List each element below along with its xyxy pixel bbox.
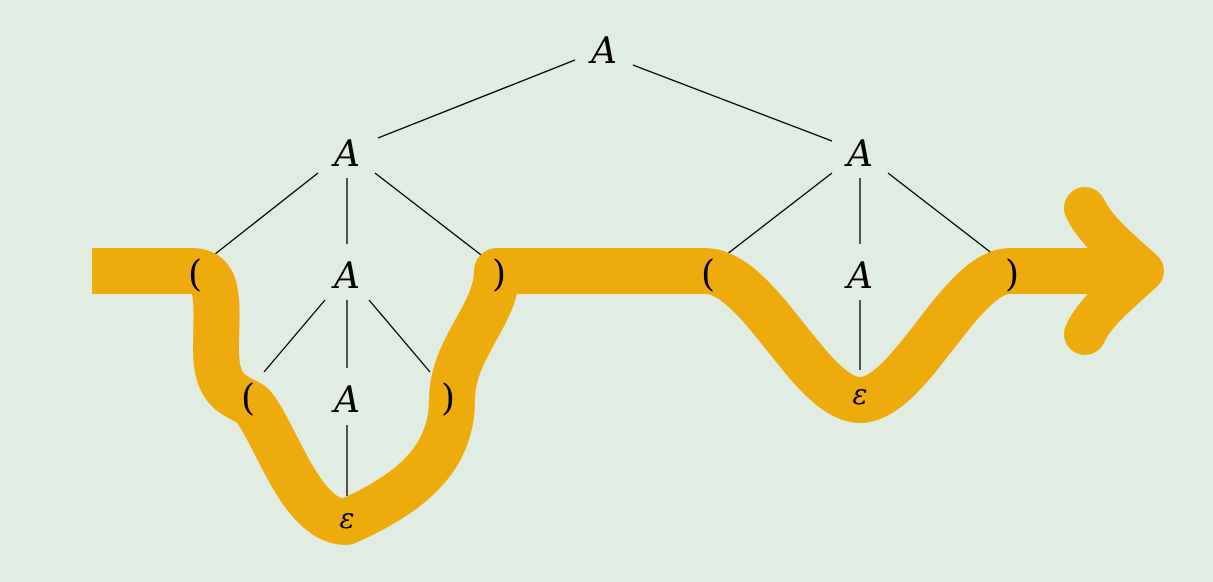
edge-left-open [209, 172, 319, 259]
node-right-eps: ε [852, 378, 867, 411]
node-left: A [331, 134, 360, 175]
node-inner-close: ) [441, 378, 455, 419]
traversal-path [92, 187, 1164, 545]
node-inner-eps: ε [339, 502, 354, 535]
tree-nodes: A A A ( A ) ( A ) ε ( A ) ε [188, 28, 1019, 535]
node-left-mid: A [331, 256, 360, 297]
node-right-mid: A [844, 256, 873, 297]
node-inner-open: ( [241, 378, 255, 419]
node-left-open: ( [188, 254, 202, 295]
traversal-band [92, 248, 1138, 545]
node-left-close: ) [492, 254, 506, 295]
node-right-close: ) [1005, 254, 1019, 295]
edge-left-close [374, 172, 486, 259]
edge-right-open [721, 172, 833, 259]
node-root: A [588, 31, 617, 72]
edge-right-close [887, 172, 999, 259]
edge-root-right [632, 64, 833, 142]
edge-leftmid-close [368, 299, 431, 373]
edge-leftmid-open [263, 299, 326, 373]
tree-edges [209, 59, 999, 496]
node-right: A [844, 134, 873, 175]
edge-root-left [377, 59, 576, 139]
node-right-open: ( [701, 254, 715, 295]
node-inner-mid: A [331, 380, 360, 421]
arrow-head [1064, 187, 1164, 355]
